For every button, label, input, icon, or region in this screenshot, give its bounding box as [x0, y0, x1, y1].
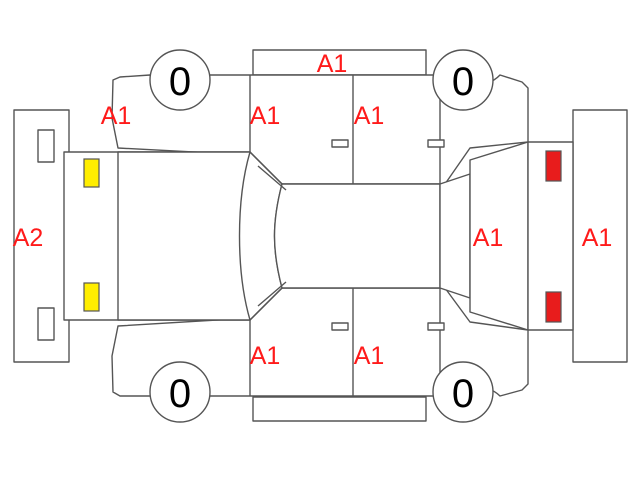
left-side-sill[interactable] [252, 49, 427, 76]
rear-right-lamp [545, 291, 562, 323]
right-side-sill[interactable] [252, 396, 427, 422]
front-right-tire-value: 0 [169, 372, 191, 416]
front-left-door-damage-label: A1 [250, 102, 281, 130]
front-right-lamp [83, 282, 100, 312]
front-right-door-damage-label: A1 [250, 342, 281, 370]
rear-left-tire[interactable]: 0 [432, 49, 494, 111]
rear-left-tire-value: 0 [452, 60, 474, 104]
front-right-tire[interactable]: 0 [149, 361, 211, 423]
roof-damage-label: A1 [317, 50, 348, 78]
rear-left-door-damage-label: A1 [354, 102, 385, 130]
trunk-damage-label: A1 [473, 224, 504, 252]
front-left-lamp [83, 158, 100, 188]
front-left-tire[interactable]: 0 [149, 49, 211, 111]
rear-right-tire[interactable]: 0 [432, 361, 494, 423]
front-left-fender-damage-label: A1 [101, 102, 132, 130]
rear-right-tire-value: 0 [452, 372, 474, 416]
front-bumper-damage-label: A2 [13, 224, 44, 252]
rear-bumper-damage-label: A1 [582, 224, 613, 252]
rear-right-door-damage-label: A1 [354, 342, 385, 370]
rear-left-lamp [545, 150, 562, 182]
front-bumper-panel[interactable] [13, 109, 70, 363]
front-left-tire-value: 0 [169, 60, 191, 104]
